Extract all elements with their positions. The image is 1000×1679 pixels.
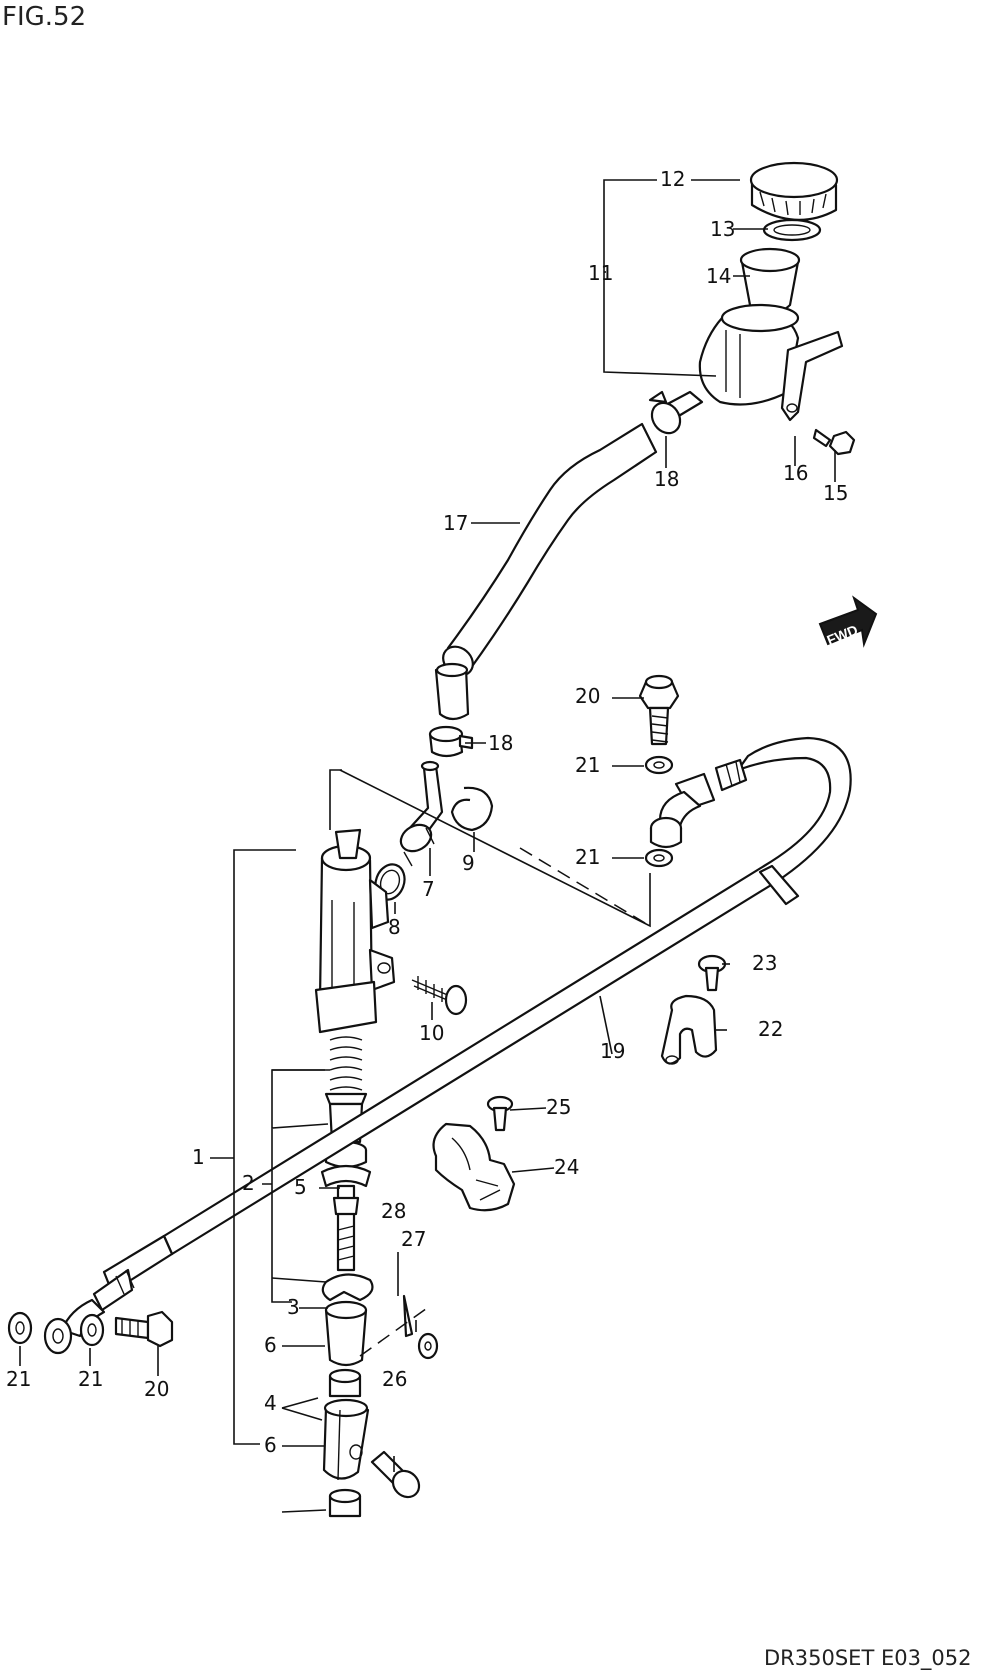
callout-21-upper-2: 21 <box>575 845 600 869</box>
sealing-washer-upper-2 <box>644 848 674 868</box>
master-cylinder-body <box>314 828 396 1034</box>
banjo-bolt-upper <box>638 674 680 746</box>
hose-clamp-24 <box>432 1122 516 1212</box>
reservoir-body <box>658 303 800 422</box>
callout-20-upper: 20 <box>575 684 600 708</box>
callout-11: 11 <box>588 261 613 285</box>
callout-17: 17 <box>443 511 468 535</box>
circlip-lower <box>321 1273 374 1302</box>
washer <box>417 1332 439 1360</box>
reservoir-cap <box>749 161 839 221</box>
clevis <box>322 1398 370 1481</box>
sealing-washer-lower-1 <box>7 1311 33 1345</box>
hose-clamp-upper <box>648 390 682 435</box>
banjo-fitting-lower <box>43 1298 106 1355</box>
callout-21-lower-2: 21 <box>78 1367 103 1391</box>
brake-hose <box>92 736 852 1312</box>
hose-clamp-lower <box>428 725 474 758</box>
callout-22: 22 <box>758 1017 783 1041</box>
reservoir-bolt <box>812 428 856 456</box>
callout-27: 27 <box>401 1227 426 1251</box>
forward-direction-arrow: FWD <box>818 595 878 648</box>
callout-24: 24 <box>554 1155 579 1179</box>
callout-21-lower-1: 21 <box>6 1367 31 1391</box>
reservoir-diaphragm <box>739 247 801 315</box>
callout-labels: 12 13 11 14 16 15 18 17 20 18 21 21 9 7 … <box>6 167 848 1457</box>
callout-19: 19 <box>600 1039 625 1063</box>
reservoir-hose <box>434 422 658 721</box>
hose-inlet-connector <box>399 760 444 867</box>
lock-nut-lower <box>328 1488 362 1518</box>
callout-6-upper: 6 <box>264 1333 277 1357</box>
callout-18-upper: 18 <box>654 467 679 491</box>
sealing-washer-upper-1 <box>644 755 674 775</box>
callout-12: 12 <box>660 167 685 191</box>
callout-20-lower: 20 <box>144 1377 169 1401</box>
callout-6-lower: 6 <box>264 1433 277 1457</box>
clamp-screw-23 <box>697 954 727 992</box>
clevis-pin <box>370 1450 421 1499</box>
figure-title: FIG.52 <box>2 2 87 32</box>
callout-9: 9 <box>462 851 475 875</box>
callout-8: 8 <box>388 915 401 939</box>
callout-28: 28 <box>381 1199 406 1223</box>
callout-21-upper-1: 21 <box>575 753 600 777</box>
callout-23: 23 <box>752 951 777 975</box>
pushrod <box>320 1164 372 1272</box>
reservoir-bracket <box>780 330 844 422</box>
diagram-code: DR350SET E03_052 <box>764 1646 972 1670</box>
callout-2: 2 <box>242 1171 255 1195</box>
callout-14: 14 <box>706 264 731 288</box>
callout-13: 13 <box>710 217 735 241</box>
callout-10: 10 <box>419 1021 444 1045</box>
callout-16: 16 <box>783 461 808 485</box>
leader-lines <box>19 179 836 1513</box>
dust-boot <box>324 1300 368 1367</box>
reservoir-diaphragm-plate <box>762 218 822 242</box>
screw <box>411 976 468 1016</box>
callout-18-lower: 18 <box>488 731 513 755</box>
circlip <box>450 786 494 832</box>
callout-25: 25 <box>546 1095 571 1119</box>
callout-5: 5 <box>294 1175 307 1199</box>
sealing-washer-lower-2 <box>79 1313 105 1347</box>
callout-3: 3 <box>287 1295 300 1319</box>
callout-26: 26 <box>382 1367 407 1391</box>
callout-4: 4 <box>264 1391 277 1415</box>
callout-7: 7 <box>422 877 435 901</box>
callout-1: 1 <box>192 1145 205 1169</box>
piston-spring <box>324 1036 368 1106</box>
lock-nut-upper <box>328 1368 362 1398</box>
banjo-bolt-lower <box>114 1310 174 1348</box>
hose-clamp-22 <box>660 994 718 1065</box>
cotter-pin <box>402 1294 414 1338</box>
clamp-screw-25 <box>486 1095 514 1132</box>
callout-15: 15 <box>823 481 848 505</box>
banjo-fitting-upper <box>649 790 702 849</box>
